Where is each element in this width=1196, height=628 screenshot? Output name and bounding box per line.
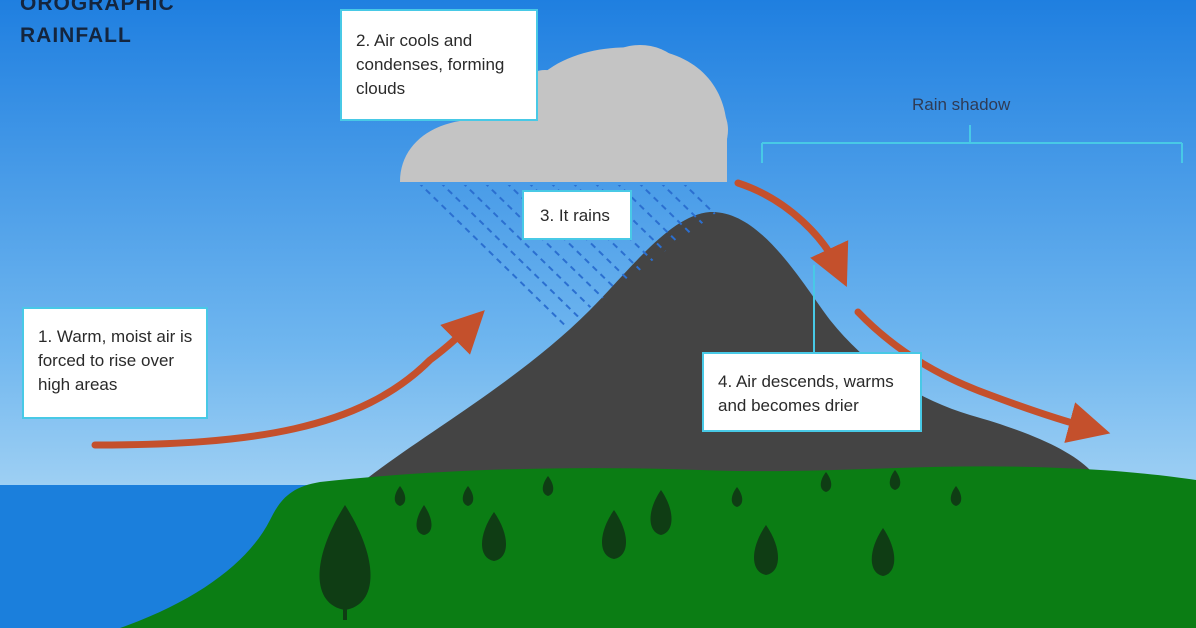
tree — [394, 486, 406, 506]
trees — [319, 470, 962, 620]
rain-cloud — [400, 45, 728, 182]
tree — [462, 486, 474, 506]
tree — [889, 470, 901, 490]
tree — [871, 528, 895, 576]
tree — [482, 512, 506, 561]
tree — [754, 525, 778, 575]
step4-text: 4. Air descends, warms and becomes drier — [718, 372, 894, 415]
descending-air-arrow-2 — [854, 308, 1111, 443]
descending-air-arrow-1 — [734, 179, 849, 288]
step2-text: 2. Air cools and condenses, forming clou… — [356, 31, 505, 98]
rain-shadow-label: Rain shadow — [912, 95, 1011, 114]
rising-air-arrow — [91, 310, 485, 449]
land — [120, 466, 1196, 628]
title-line-1: OROGRAPHIC — [20, 0, 175, 15]
title-line-2: RAINFALL — [20, 24, 132, 47]
tree — [731, 487, 743, 507]
tree — [650, 490, 672, 535]
step2-box: 2. Air cools and condenses, forming clou… — [340, 9, 538, 121]
diagram-title: OROGRAPHIC RAINFALL — [20, 0, 175, 52]
tree — [319, 505, 371, 620]
tree — [950, 486, 962, 506]
rain-shadow-bracket — [761, 125, 1183, 163]
step4-box: 4. Air descends, warms and becomes drier — [702, 352, 922, 432]
tree — [416, 505, 432, 535]
step1-text: 1. Warm, moist air is forced to rise ove… — [38, 327, 193, 394]
step3-text: 3. It rains — [540, 206, 610, 225]
tree — [602, 510, 626, 559]
step1-box: 1. Warm, moist air is forced to rise ove… — [22, 307, 208, 419]
tree — [542, 476, 554, 496]
step3-box: 3. It rains — [522, 190, 632, 240]
tree — [820, 472, 832, 492]
